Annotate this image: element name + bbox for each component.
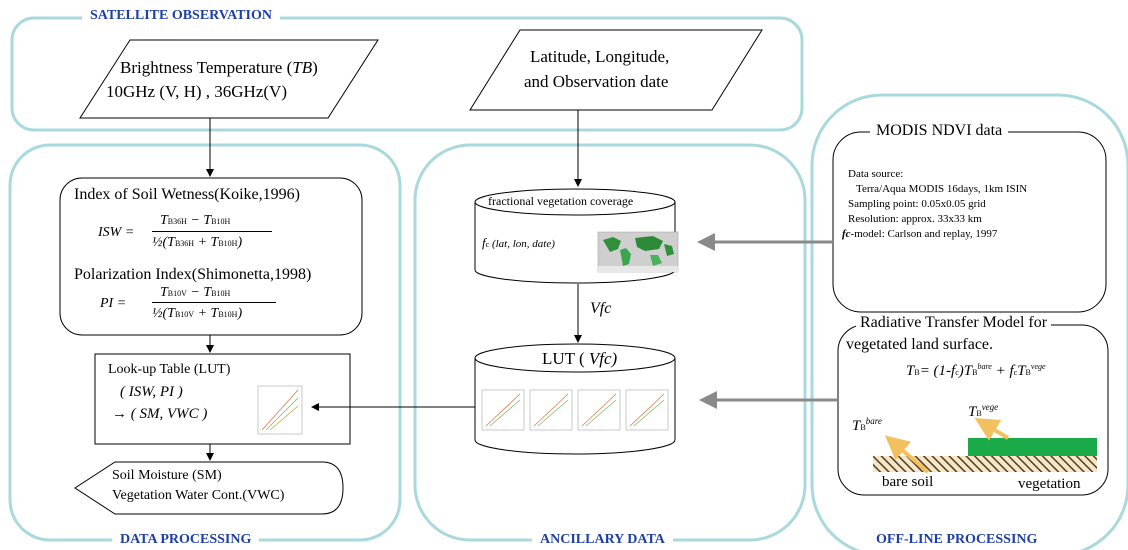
lut-title: Look-up Table (LUT) bbox=[108, 362, 231, 377]
modis-line1: Data source: bbox=[848, 168, 904, 180]
pi-denominator: ½(TB10V + TB10H) bbox=[152, 306, 243, 321]
fc-label: fc (lat, lon, date) bbox=[482, 235, 555, 250]
vegetation-label: vegetation bbox=[1018, 476, 1081, 492]
modis-line5: fc-model: Carlson and replay, 1997 bbox=[842, 228, 998, 240]
output-line2: Vegetation Water Cont.(VWC) bbox=[112, 488, 285, 503]
isw-lhs: ISW = bbox=[98, 225, 135, 240]
data-processing-title: DATA PROCESSING bbox=[112, 532, 260, 549]
modis-line4: Resolution: approx. 33x33 km bbox=[848, 213, 982, 225]
rtm-title2: vegetated land surface. bbox=[846, 336, 994, 353]
isw-fraction-bar bbox=[152, 231, 272, 232]
lut-box bbox=[94, 353, 351, 445]
lut-line2: → ( SM, VWC ) bbox=[112, 406, 208, 422]
ancillary-title: ANCILLARY DATA bbox=[532, 532, 673, 549]
fvc-title: fractional vegetation coverage bbox=[488, 194, 634, 208]
isw-denominator: ½(TB36H + TB10H) bbox=[152, 235, 243, 250]
pi-fraction-bar bbox=[152, 302, 276, 303]
latlon-input-shape bbox=[469, 29, 763, 111]
soil-ground bbox=[873, 456, 1097, 472]
offline-title: OFF-LINE PROCESSING bbox=[868, 532, 1046, 549]
modis-title: MODIS NDVI data bbox=[870, 122, 1009, 141]
lut-line1: ( ISW, PI ) bbox=[120, 384, 183, 400]
modis-line2: Terra/Aqua MODIS 16days, 1km ISIN bbox=[856, 183, 1028, 195]
output-line1: Soil Moisture (SM) bbox=[112, 468, 222, 483]
satellite-section bbox=[10, 16, 804, 132]
bare-soil-label: bare soil bbox=[882, 474, 934, 490]
latlon-line1: Latitude, Longitude, bbox=[530, 47, 670, 66]
isw-title: Index of Soil Wetness(Koike,1996) bbox=[74, 186, 300, 203]
index-box bbox=[59, 177, 363, 336]
pi-numerator: TB10V − TB10H bbox=[160, 285, 231, 300]
rtm-title1: Radiative Transfer Model for bbox=[856, 314, 1052, 333]
tb-line1: Brightness Temperature (TB) bbox=[120, 58, 318, 77]
ndvi-map-thumbnail bbox=[597, 231, 679, 273]
lut-plot-thumbnails bbox=[481, 389, 669, 431]
bare-emission-arrow bbox=[884, 435, 930, 474]
rtm-equation: TB= (1-fc)TBbare + fcTBvege bbox=[906, 362, 1046, 379]
lut-vfc-cylinder bbox=[474, 343, 676, 455]
latlon-line2: and Observation date bbox=[524, 72, 669, 91]
vfc-label: Vfc bbox=[590, 300, 612, 317]
pi-lhs: PI = bbox=[100, 296, 127, 311]
brightness-input-shape bbox=[79, 39, 379, 119]
pi-title: Polarization Index(Shimonetta,1998) bbox=[74, 266, 312, 283]
vege-emission-arrow bbox=[974, 417, 1010, 441]
tb-bare-label: TBbare bbox=[852, 416, 882, 434]
tb-line2: 10GHz (V, H) , 36GHz(V) bbox=[106, 82, 287, 101]
vegetation-block bbox=[968, 438, 1097, 456]
modis-line3: Sampling point: 0.05x0.05 grid bbox=[848, 198, 986, 210]
offline-section bbox=[810, 93, 1128, 550]
tb-vege-label: TBvege bbox=[968, 402, 999, 420]
isw-numerator: TB36H − TB10H bbox=[160, 213, 231, 228]
output-shape bbox=[74, 461, 344, 515]
lut-vfc-label: LUT ( Vfc) bbox=[542, 349, 618, 368]
satellite-section-title: SATELLITE OBSERVATION bbox=[82, 8, 280, 25]
lut-box-plot-thumbnail bbox=[257, 385, 303, 435]
